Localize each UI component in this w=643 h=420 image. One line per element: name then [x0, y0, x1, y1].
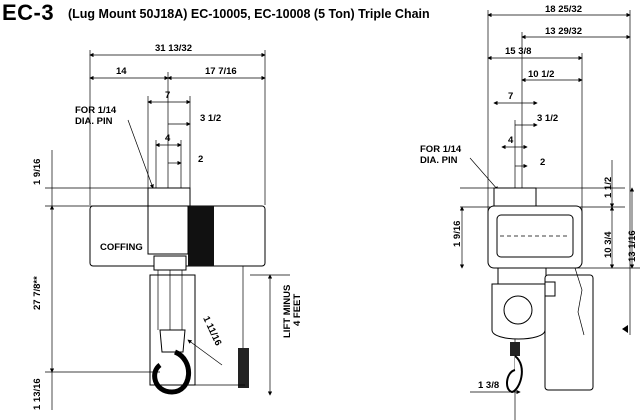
left-dim-2-label: 2	[198, 154, 203, 165]
left-dim-113-label: 1 13/16	[32, 378, 43, 410]
left-dim-17-label: 17 7/16	[205, 66, 237, 77]
model-title: EC-3	[2, 0, 55, 25]
right-dim-3half-label: 3 1/2	[537, 113, 558, 124]
left-dim-14-label: 14	[116, 66, 127, 77]
right-pin-leader	[469, 157, 499, 191]
left-dim-overall-label: 31 13/32	[155, 43, 192, 54]
right-chain-container	[544, 274, 594, 391]
right-dim-19-label: 1 9/16	[452, 221, 463, 247]
left-lift-label-1: LIFT MINUS	[282, 285, 293, 338]
right-dim-7-label: 7	[508, 91, 513, 102]
left-pendant	[238, 348, 249, 388]
right-hook	[506, 355, 523, 394]
left-view: 31 13/32 14 17 7/16 7 3 1/2 4 2 FOR 1/14…	[32, 43, 303, 410]
right-dim-10-label: 10 3/4	[603, 231, 614, 258]
right-dim-1half-label: 1 1/2	[603, 177, 614, 198]
right-lug-bracket	[493, 187, 537, 207]
left-lift-label-2: 4 FEET	[292, 294, 303, 326]
left-dim-3half-label: 3 1/2	[200, 113, 221, 124]
left-lug-bracket	[147, 187, 191, 207]
left-dim-111-leader	[187, 339, 223, 366]
right-dim-131-label: 13 1/16	[627, 230, 638, 262]
right-pin-note-line1: FOR 1/14	[420, 144, 462, 155]
right-pendant-block	[544, 281, 556, 297]
left-hook-block	[159, 329, 186, 353]
left-dim-7-label: 7	[165, 90, 170, 101]
right-dim-18-label: 18 25/32	[545, 4, 582, 15]
right-dim-2-label: 2	[540, 157, 545, 168]
left-pin-leader	[127, 119, 154, 189]
right-dim-10half-label: 10 1/2	[528, 69, 554, 80]
left-gear-housing	[147, 205, 189, 255]
left-dim-27-label: 27 7/8**	[32, 276, 43, 310]
left-hook	[152, 349, 192, 395]
right-view: 18 25/32 13 29/32 15 3/8 10 1/2 7 3 1/2 …	[420, 4, 640, 420]
right-sheave	[503, 295, 533, 325]
right-dim-15-label: 15 3/8	[505, 46, 531, 57]
model-description: (Lug Mount 50J18A) EC-10005, EC-10008 (5…	[68, 7, 430, 21]
left-chain-guide	[153, 255, 187, 271]
left-pin-note-line2: DIA. PIN	[75, 116, 113, 127]
right-arrow-mark	[622, 325, 628, 333]
left-motor-band	[188, 206, 214, 266]
right-dim-13-label: 13 29/32	[545, 26, 582, 37]
left-dim-111-label: 1 11/16	[200, 315, 223, 348]
right-dim-4-label: 4	[508, 135, 514, 146]
right-hook-shank	[510, 342, 520, 356]
right-pin-note-line2: DIA. PIN	[420, 155, 458, 166]
left-brand-label: COFFING	[100, 242, 143, 253]
right-hand-chain	[574, 267, 585, 336]
right-dim-138-label: 1 3/8	[478, 380, 499, 391]
left-pin-note-line1: FOR 1/14	[75, 105, 117, 116]
left-dim-19-label: 1 9/16	[32, 159, 43, 185]
right-chain-guide	[497, 267, 547, 285]
